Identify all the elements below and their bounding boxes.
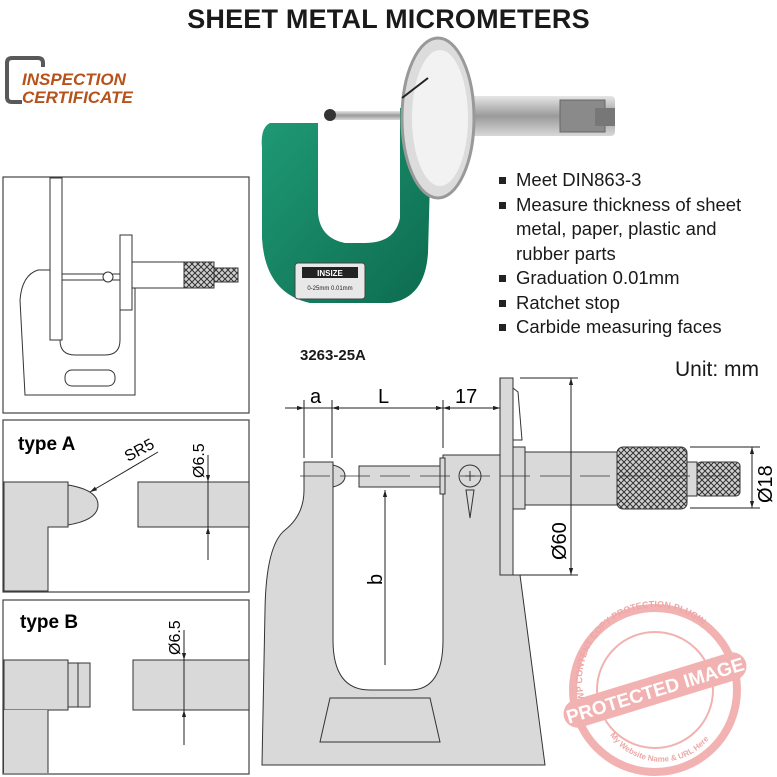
type-a-box: type A SR5 Ø6.5 (2, 419, 250, 593)
range-text: 0-25mm 0.01mm (307, 286, 352, 292)
feature-item: Measure thickness of sheet metal, paper,… (497, 193, 766, 267)
dial-plate (499, 377, 514, 576)
feature-item: Carbide measuring faces (497, 315, 766, 340)
protected-image-watermark: WP CONTENT COPY PROTECTION PLUGIN My Web… (563, 599, 747, 776)
logo-line2: CERTIFICATE (22, 88, 133, 107)
brand-text: INSIZE (317, 269, 343, 278)
thimble (616, 446, 688, 510)
frame-window (319, 697, 441, 743)
main-dimension-drawing: a L 17 b Ø60 Ø18 (261, 377, 777, 766)
micrometer-frame (261, 108, 432, 303)
product-photo: INSIZE 0-25mm 0.01mm (261, 36, 615, 303)
dim-b: b (365, 574, 387, 585)
inspection-certificate-logo: INSPECTION CERTIFICATE (5, 56, 133, 107)
feature-item: Ratchet stop (497, 291, 766, 316)
spindle (330, 111, 400, 120)
type-a-diameter: Ø6.5 (191, 443, 208, 478)
svg-text:PROTECTED IMAGE: PROTECTED IMAGE (564, 654, 747, 728)
unit-label: Unit: mm (675, 358, 759, 381)
ratchet (696, 461, 741, 497)
dim-dia18: Ø18 (755, 465, 777, 503)
dim-L: L (378, 386, 389, 408)
feature-item: Meet DIN863-3 (497, 168, 766, 193)
feature-item: Graduation 0.01mm (497, 266, 766, 291)
dim-a: a (310, 386, 322, 408)
type-b-label: type B (20, 612, 78, 633)
type-b-diameter: Ø6.5 (167, 620, 184, 655)
feature-list: Meet DIN863-3 Measure thickness of sheet… (497, 168, 766, 340)
dim-17: 17 (455, 386, 477, 408)
logo-line1: INSPECTION (22, 70, 127, 89)
type-a-label: type A (18, 434, 76, 455)
model-number: 3263-25A (300, 347, 366, 364)
type-b-box: type B Ø6.5 (2, 599, 250, 775)
spindle (358, 465, 444, 488)
page-title: SHEET METAL MICROMETERS (187, 4, 590, 34)
overview-drawing-box (2, 176, 250, 414)
dim-dia60: Ø60 (549, 522, 571, 560)
